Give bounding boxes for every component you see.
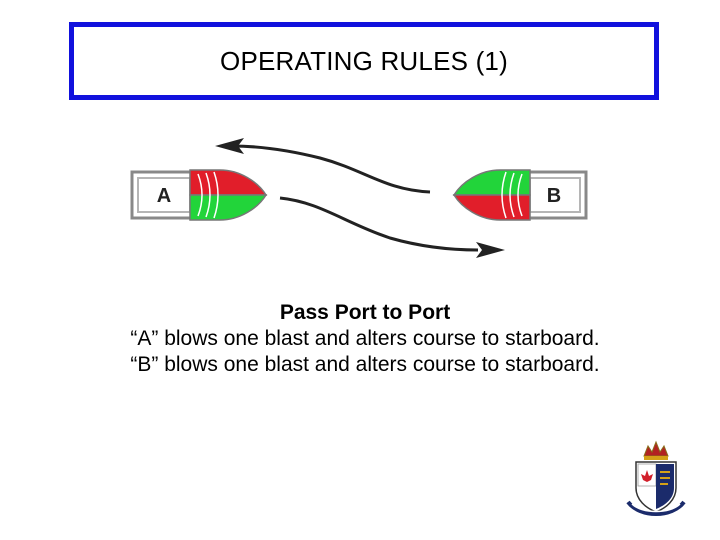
vessel-a: A <box>130 169 268 221</box>
slide-title: OPERATING RULES (1) <box>220 45 508 76</box>
vessel-b: B <box>452 169 588 221</box>
vessel-a-label: A <box>157 185 171 207</box>
caption-heading: Pass Port to Port <box>279 301 451 324</box>
vessel-b-arrowhead <box>215 138 244 154</box>
rule-vessel-a: “A” blows one blast and alters course to… <box>130 327 600 350</box>
vessel-b-course-arrow <box>231 144 431 194</box>
vessel-b-label: B <box>547 185 561 207</box>
caption: Pass Port to Port “A” blows one blast an… <box>130 300 600 378</box>
vessel-a-arrowhead <box>476 242 505 258</box>
title-box: OPERATING RULES (1) <box>69 22 659 100</box>
vessel-a-stern <box>130 170 198 220</box>
crest-emblem <box>626 440 686 516</box>
crown-icon <box>643 440 669 457</box>
maple-leaf-icon <box>641 470 653 482</box>
port-to-port-diagram: A B <box>130 138 588 258</box>
rule-vessel-b: “B” blows one blast and alters course to… <box>130 353 600 376</box>
vessel-a-course-arrow <box>279 196 479 252</box>
